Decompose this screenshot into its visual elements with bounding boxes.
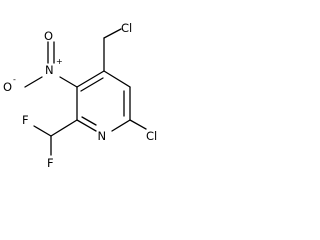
atom-cl-ring: Cl bbox=[146, 129, 157, 143]
bond-c2-chf2 bbox=[50, 119, 78, 137]
pyridine-ring bbox=[76, 70, 131, 132]
atom-cl-methyl: Cl bbox=[121, 21, 132, 35]
charge-nitro-n: + bbox=[56, 57, 63, 66]
charge-nitro-o: - bbox=[13, 75, 16, 84]
bond-c3-c4 bbox=[76, 70, 105, 88]
bond-chf2-f-left bbox=[33, 125, 52, 137]
bond-c6-n1 bbox=[111, 119, 131, 132]
bond-c3-c4-inner bbox=[80, 77, 104, 92]
atom-n-ring: N bbox=[98, 129, 107, 143]
bond-c6-cl bbox=[129, 119, 147, 130]
molecule-structure: Cl Cl N N + O O - F F bbox=[3, 21, 157, 170]
bond-n1-c2 bbox=[76, 119, 97, 132]
bond-c4-c5 bbox=[103, 70, 131, 88]
bond-nitro-n-o-left bbox=[24, 76, 43, 88]
bond-ch2-cl bbox=[103, 28, 122, 39]
atom-labels: Cl Cl N N + O O - F F bbox=[3, 21, 157, 170]
atom-f-left: F bbox=[22, 113, 29, 127]
substituent-bonds bbox=[24, 28, 147, 156]
bond-n1-c2-inner bbox=[81, 116, 97, 126]
atom-o-top: O bbox=[44, 29, 53, 43]
bond-c3-nitro-n bbox=[59, 76, 78, 88]
atom-n-nitro: N bbox=[45, 63, 54, 77]
atom-f-bottom: F bbox=[47, 156, 54, 170]
atom-o-left: O bbox=[3, 80, 12, 94]
